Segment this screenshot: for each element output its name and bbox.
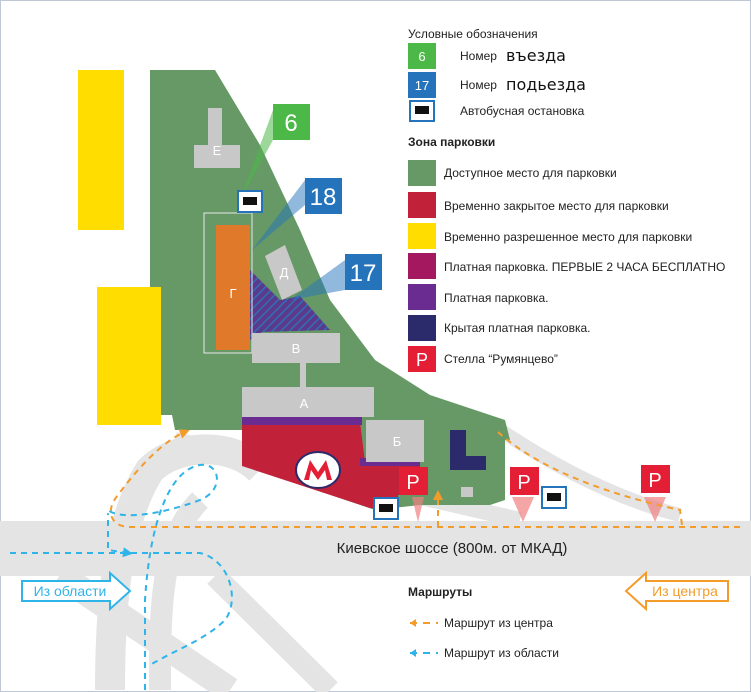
svg-text:Номер: Номер [460, 49, 497, 63]
building-e: Е [194, 108, 240, 168]
bus-stop-icon [237, 190, 263, 213]
bus-stop-icon [409, 100, 435, 122]
svg-text:Д: Д [280, 265, 289, 280]
entry-6-badge: 6 [273, 104, 310, 140]
svg-text:P: P [648, 470, 661, 492]
svg-text:Зона парковки: Зона парковки [408, 135, 495, 149]
building-a: А [242, 387, 374, 417]
svg-text:Номер: Номер [460, 78, 497, 92]
small-structure [461, 487, 473, 497]
legend-entry-swatch [408, 43, 436, 69]
svg-text:P: P [406, 472, 419, 494]
svg-text:17: 17 [415, 78, 429, 93]
entrance-17-beam [290, 260, 345, 300]
entrance-17-badge: 17 [345, 254, 382, 290]
legend: Условные обозначения 6 Номер въезда 17 Н… [408, 27, 725, 372]
svg-text:18: 18 [310, 184, 337, 211]
svg-text:Стелла “Румянцево”: Стелла “Румянцево” [444, 352, 558, 366]
svg-text:6: 6 [284, 110, 297, 137]
svg-text:Маршрут из области: Маршрут из области [444, 646, 559, 660]
from-center-arrow: Из центра [624, 570, 729, 612]
building-g: Г [216, 225, 250, 350]
svg-text:Крытая платная парковка.: Крытая платная парковка. [444, 321, 591, 335]
legend-title: Условные обозначения [408, 27, 538, 41]
svg-text:въезда: въезда [506, 46, 566, 65]
legend-swatch-paid-free2h [408, 253, 436, 279]
entry-6-beam [240, 110, 273, 200]
legend-swatch-stella [408, 346, 436, 372]
building-d: Д [265, 245, 302, 300]
route-from-region [10, 463, 233, 690]
svg-text:P: P [517, 472, 530, 494]
svg-text:Маршрут из центра: Маршрут из центра [444, 616, 553, 630]
bus-stop-icon [541, 486, 567, 509]
legend-entrance-swatch [408, 72, 436, 98]
svg-text:подьезда: подьезда [506, 75, 586, 94]
building-b: Б [366, 420, 424, 462]
svg-text:Маршруты: Маршруты [408, 585, 472, 599]
svg-text:Е: Е [213, 143, 222, 158]
road-label: Киевское шоссе (800м. от МКАД) [337, 540, 568, 557]
svg-text:17: 17 [350, 260, 377, 287]
svg-text:Из центра: Из центра [652, 583, 718, 599]
svg-text:Автобусная остановка: Автобусная остановка [460, 104, 585, 118]
legend-swatch-paid [408, 284, 436, 310]
svg-text:P: P [416, 350, 428, 370]
svg-text:Платная парковка.: Платная парковка. [444, 291, 548, 305]
svg-text:Платная парковка. ПЕРВЫЕ 2 ЧАС: Платная парковка. ПЕРВЫЕ 2 ЧАСА БЕСПЛАТН… [444, 260, 725, 274]
legend-swatch-closed [408, 192, 436, 218]
metro-icon [295, 451, 341, 489]
svg-text:В: В [292, 341, 301, 356]
svg-text:Б: Б [393, 434, 402, 449]
bus-stop-icon [373, 497, 399, 520]
building-v: В [252, 333, 340, 363]
temporary-allowed-zone-1 [78, 70, 124, 230]
svg-text:Временно закрытое место для па: Временно закрытое место для парковки [444, 199, 669, 213]
building-g-outline [203, 212, 253, 354]
svg-text:6: 6 [418, 49, 425, 64]
svg-text:Доступное место для парковки: Доступное место для парковки [444, 166, 617, 180]
covered-paid-parking [450, 430, 486, 470]
parking-sign: P [510, 467, 539, 522]
route-from-center [109, 429, 740, 528]
parking-sign: P [399, 467, 428, 522]
routes-legend: Маршруты Маршрут из центра Маршрут из об… [408, 585, 559, 660]
connector [300, 362, 306, 387]
svg-text:Из области: Из области [34, 583, 107, 599]
svg-text:Временно разрешенное место для: Временно разрешенное место для парковки [444, 230, 692, 244]
from-region-arrow: Из области [21, 570, 132, 612]
legend-swatch-available [408, 160, 436, 186]
svg-text:А: А [300, 396, 309, 411]
legend-swatch-covered [408, 315, 436, 341]
paid-parking-hatched [250, 270, 330, 340]
temporary-allowed-zone-2 [97, 287, 161, 425]
available-parking-zone [150, 70, 505, 510]
legend-swatch-temporary [408, 223, 436, 249]
svg-text:Г: Г [229, 286, 236, 301]
entrance-18-badge: 18 [305, 178, 342, 214]
entrance-18-beam [252, 180, 305, 250]
